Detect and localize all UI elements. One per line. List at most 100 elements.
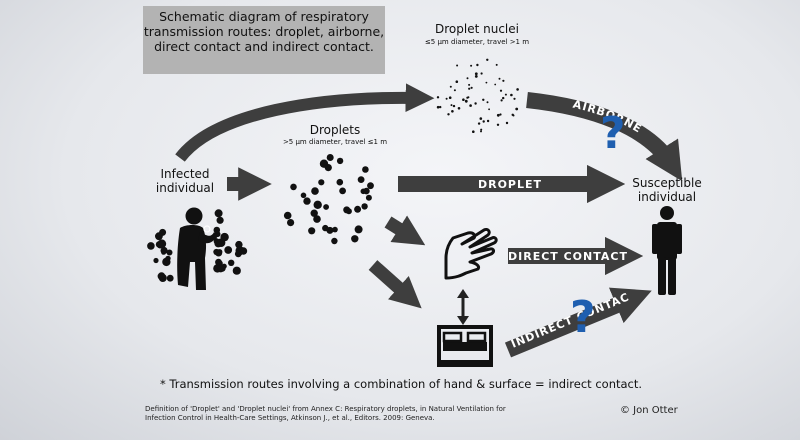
- dot: [474, 102, 477, 105]
- dot: [496, 123, 500, 127]
- dot: [155, 232, 163, 241]
- dot: [367, 182, 374, 190]
- dot: [456, 64, 459, 67]
- dot: [480, 72, 483, 75]
- reference-text: Definition of 'Droplet' and 'Droplet nuc…: [145, 405, 506, 422]
- airborne-arrow: [526, 92, 683, 182]
- hand-icon: [444, 228, 498, 280]
- dot: [494, 83, 497, 86]
- dot: [332, 226, 338, 233]
- indirect-question-mark: ?: [570, 292, 596, 343]
- dot: [313, 215, 321, 223]
- dot: [157, 272, 166, 281]
- dot: [439, 105, 442, 109]
- dot: [500, 99, 503, 102]
- dot: [480, 128, 483, 131]
- dot: [512, 114, 515, 117]
- dot: [502, 96, 505, 100]
- dot: [217, 260, 223, 266]
- dot: [216, 216, 224, 224]
- dot: [482, 120, 485, 123]
- dot: [466, 77, 469, 80]
- dot: [485, 81, 488, 84]
- bed-icon: [437, 325, 493, 367]
- dot: [362, 166, 369, 173]
- infected-individual-label: Infected individual: [155, 167, 215, 195]
- dot: [323, 204, 329, 210]
- dot: [351, 235, 359, 243]
- dot: [290, 183, 297, 191]
- dot: [452, 104, 456, 108]
- dot: [470, 86, 473, 89]
- dot: [448, 96, 452, 99]
- dot: [311, 187, 319, 195]
- dot: [505, 121, 509, 125]
- dot: [354, 205, 362, 213]
- dot: [153, 257, 159, 264]
- coughing-person-icon: [177, 207, 217, 290]
- copyright: © Jon Otter: [620, 405, 678, 416]
- dot: [361, 203, 368, 210]
- dot: [160, 246, 168, 255]
- droplet-nuclei-note: ≤5 μm diameter, travel >1 m: [424, 38, 530, 46]
- dot: [457, 107, 461, 110]
- dot: [363, 187, 370, 195]
- dot: [214, 209, 223, 218]
- dot: [449, 85, 452, 88]
- dot: [166, 249, 173, 256]
- dot: [287, 219, 295, 227]
- dot: [313, 200, 322, 209]
- dot: [436, 105, 440, 109]
- susceptible-individual-label: Susceptible individual: [632, 176, 702, 204]
- dot: [453, 89, 456, 92]
- droplets-cloud: [283, 154, 374, 245]
- dot: [436, 96, 440, 99]
- dot: [228, 259, 235, 266]
- dot: [232, 266, 241, 275]
- dot: [472, 130, 475, 133]
- dot: [354, 225, 363, 234]
- dot: [451, 110, 454, 113]
- droplets-label: Droplets: [309, 123, 361, 137]
- dot: [322, 224, 329, 232]
- cough-spray-dots: [147, 209, 248, 282]
- dot: [224, 246, 233, 254]
- dot: [480, 130, 482, 133]
- dot: [165, 255, 171, 262]
- dot: [447, 113, 450, 116]
- dot: [157, 239, 167, 249]
- dot: [474, 72, 478, 76]
- dot: [239, 247, 248, 255]
- dot: [498, 77, 501, 80]
- dot: [496, 113, 500, 117]
- dot: [466, 96, 469, 99]
- dot: [283, 211, 292, 220]
- dot: [357, 176, 365, 184]
- dot: [470, 64, 473, 67]
- dot: [482, 98, 485, 102]
- dot: [445, 97, 448, 100]
- dot: [318, 179, 325, 186]
- dot: [365, 194, 372, 201]
- dot: [499, 89, 503, 92]
- arrow-droplets-to-hand: [384, 215, 426, 246]
- dot: [468, 87, 471, 90]
- dot: [462, 98, 465, 101]
- dot: [217, 265, 225, 273]
- dot: [469, 104, 472, 107]
- arrow-droplets-to-bed: [368, 260, 422, 309]
- direct-contact-label: DIRECT CONTACT: [508, 250, 628, 263]
- dot: [474, 75, 478, 78]
- dot: [310, 209, 318, 217]
- footnote: * Transmission routes involving a combin…: [160, 377, 643, 391]
- dot: [513, 97, 516, 100]
- dot: [515, 107, 519, 111]
- indirect-contact-arrow: [504, 287, 652, 358]
- dot: [499, 113, 502, 116]
- dot: [336, 157, 344, 165]
- standing-person-icon: [652, 206, 682, 295]
- dot: [216, 238, 226, 247]
- droplet-label: DROPLET: [478, 178, 542, 191]
- dot: [516, 88, 519, 91]
- dot: [468, 83, 471, 86]
